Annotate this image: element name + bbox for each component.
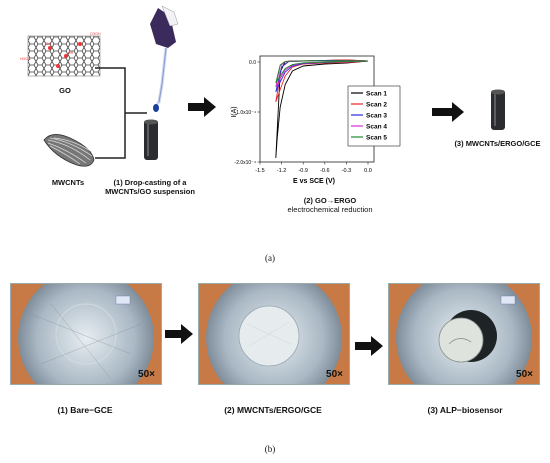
panel-b-caption: (b) [264,444,276,454]
x-tick-label: -1.5 [255,168,264,174]
magnification-label: 50× [138,369,155,380]
bracket-connector [95,67,147,159]
x-axis-label: E vs SCE (V) [293,178,335,185]
magnification-label: 50× [326,369,343,380]
cv-axes: -1.5 -1.2 -0.9 -0.6 -0.3 0.0 0.0 -1.0x10⁻⁴ -2.0x… [231,55,375,185]
photo-mwcnt-ergo-gce: 50× [198,283,350,385]
legend-entry: Scan 1 [366,91,387,98]
process-arrow [432,102,464,122]
step1-label: (1) Drop-casting of a MWCNTs/GO suspensi… [80,178,220,197]
go-group-label: OH [46,42,52,46]
x-tick-label: -0.9 [298,168,307,174]
mwcnt-label: MWCNTs [51,178,85,187]
process-arrow [188,97,216,117]
y-axis-label: I(A) [231,106,238,117]
cv-series-4 [275,60,369,88]
legend-entry: Scan 4 [366,124,387,131]
magnification-label: 50× [516,369,533,380]
electrode-icon [144,119,158,160]
pipette-icon [150,5,179,112]
step2-line2: electrochemical reduction [287,205,373,215]
step3-label: (3) MWCNTs/ERGO/GCE [454,139,541,148]
cv-series-group [275,59,369,159]
go-sheet-illustration: COOH HOOC OH OH [20,32,101,77]
process-arrow [355,336,383,356]
x-tick-label: 0.0 [364,168,372,174]
legend-entry: Scan 3 [366,113,387,120]
go-label: GO [59,86,71,95]
legend-box [347,85,401,147]
cv-legend: Scan 1 Scan 2 Scan 3 Scan 4 Scan 5 [347,85,401,147]
legend-entry: Scan 2 [366,102,387,109]
photo-label-bare-gce: (1) Bare−GCE [57,405,113,415]
step2-line1: (2) GO→ERGO [303,196,357,205]
mwcnt-bundle-illustration [43,134,95,167]
photo-bare-gce: 50× [10,283,162,385]
go-group-label: OH [68,51,74,55]
electrode-icon [491,89,505,130]
x-tick-label: -1.2 [277,168,286,174]
process-arrow [165,324,193,344]
photo-label-alp-biosensor: (3) ALP−biosensor [427,405,503,415]
cv-series-5 [275,60,369,84]
photo-label-mwcnt-ergo-gce: (2) MWCNTs/ERGO/GCE [224,405,322,415]
panel-a-caption: (a) [265,253,275,263]
y-tick-label: 0.0 [249,60,256,66]
step2-label: (2) GO→ERGO electrochemical reduction [270,196,390,215]
y-tick-label: -2.0x10⁻⁴ [235,160,256,166]
go-group-label: HOOC [20,57,31,61]
cv-chart: -1.5 -1.2 -0.9 -0.6 -0.3 0.0 0.0 -1.0x10⁻⁴ -2.0x… [231,55,401,185]
go-group-label: COOH [90,32,101,36]
x-tick-label: -0.6 [320,168,329,174]
x-tick-label: -0.3 [342,168,351,174]
y-tick-label: -1.0x10⁻⁴ [235,110,256,116]
step1-line1: (1) Drop-casting of a [113,178,187,187]
step1-line2: MWCNTs/GO suspension [105,187,195,197]
photo-alp-biosensor: 50× [388,283,540,385]
legend-entry: Scan 5 [366,135,387,142]
